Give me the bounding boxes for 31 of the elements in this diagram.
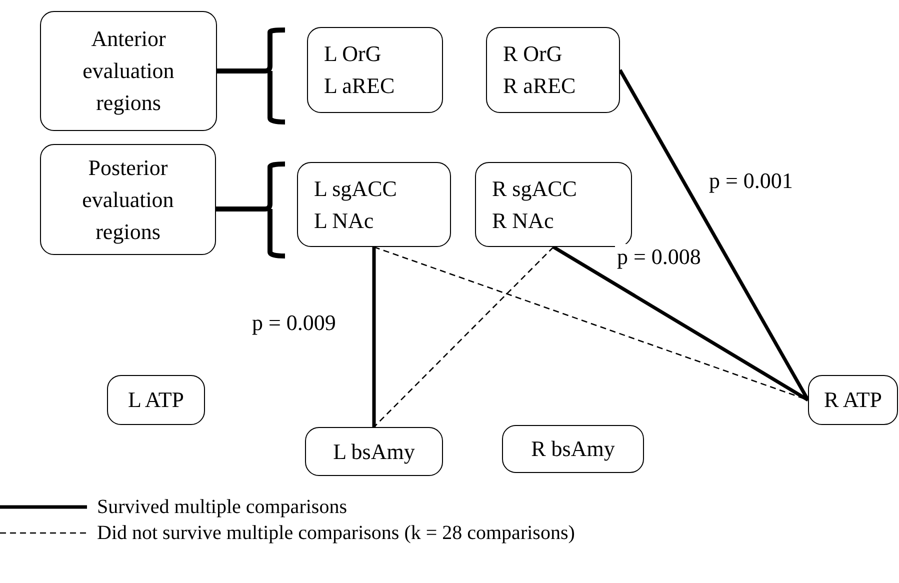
region-label: R sgACC [492,174,577,203]
connector-line [552,246,809,402]
region-box [40,144,216,255]
region-label: L bsAmy [333,438,415,466]
region-box [107,375,205,425]
region-label: R ATP [824,386,882,414]
region-label: Posterior evaluation regions [81,154,175,246]
edge-label: p = 0.008 [615,244,703,270]
region-box [808,375,898,425]
region-label: R NAc [492,206,554,234]
region-label: R aREC [503,72,576,100]
region-box [486,27,620,113]
legend-label: Survived multiple comparisons [97,495,347,519]
connector-line [618,69,810,401]
region-box [475,162,632,247]
region-label: L sgACC [314,174,397,203]
region-box [502,425,644,473]
region-label: R OrG [503,40,562,68]
region-label: L OrG [324,40,382,68]
region-box [307,27,443,113]
region-box [297,162,451,247]
dashed-connector [374,246,554,428]
region-label: R bsAmy [531,435,615,463]
legend-label: Did not survive multiple comparisons (k = 28 comparisons) [97,521,575,545]
region-label: Anterior evaluation regions [82,25,176,117]
region-label: L ATP [128,386,184,414]
region-box [305,427,443,476]
region-label: L aREC [324,72,395,100]
connector-line [372,247,376,427]
region-box [40,11,217,131]
region-label: L NAc [314,206,374,234]
